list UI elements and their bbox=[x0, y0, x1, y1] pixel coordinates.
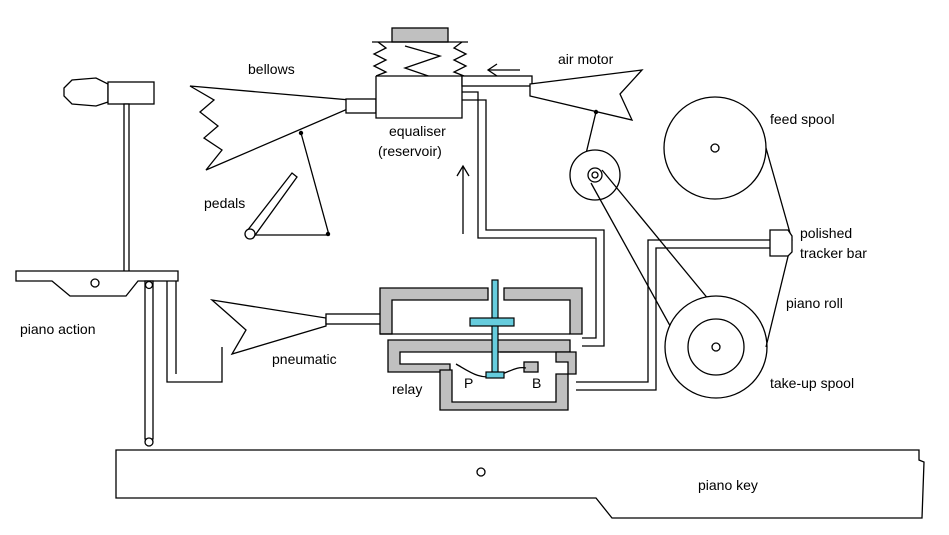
pedal-linkage bbox=[244, 130, 331, 240]
piano-key bbox=[115, 449, 925, 519]
pneumatic bbox=[209, 299, 383, 356]
take-up-spool bbox=[664, 147, 793, 399]
label-pneumatic: pneumatic bbox=[272, 351, 337, 367]
label-piano-roll: piano roll bbox=[786, 295, 843, 311]
label-tracker-bar: tracker bar bbox=[800, 245, 867, 261]
label-pedals: pedals bbox=[204, 195, 245, 211]
label-reservoir: (reservoir) bbox=[378, 143, 442, 159]
label-bellows: bellows bbox=[248, 61, 295, 77]
equaliser-cap bbox=[391, 27, 449, 43]
airflow-arrows bbox=[456, 63, 520, 234]
piano-action bbox=[15, 77, 223, 447]
relay-valve-foot bbox=[485, 371, 505, 379]
labels: bellows air motor equaliser (reservoir) … bbox=[20, 51, 867, 493]
label-relay: relay bbox=[392, 381, 422, 397]
air-motor bbox=[529, 69, 743, 361]
label-feed-spool: feed spool bbox=[770, 111, 835, 127]
label-piano-key: piano key bbox=[698, 477, 758, 493]
label-equaliser: equaliser bbox=[389, 123, 446, 139]
bellows bbox=[189, 85, 377, 171]
equaliser bbox=[372, 27, 468, 119]
label-polished: polished bbox=[800, 225, 852, 241]
relay bbox=[379, 279, 583, 411]
relay-valve-disc bbox=[469, 317, 515, 327]
label-valve-p: P bbox=[464, 375, 473, 391]
feed-spool bbox=[663, 96, 767, 200]
label-air-motor: air motor bbox=[558, 51, 614, 67]
tracker-bar bbox=[769, 229, 793, 257]
label-take-up-spool: take-up spool bbox=[770, 375, 854, 391]
label-piano-action: piano action bbox=[20, 321, 96, 337]
label-valve-b: B bbox=[532, 375, 541, 391]
relay-valve-stem bbox=[491, 279, 499, 377]
